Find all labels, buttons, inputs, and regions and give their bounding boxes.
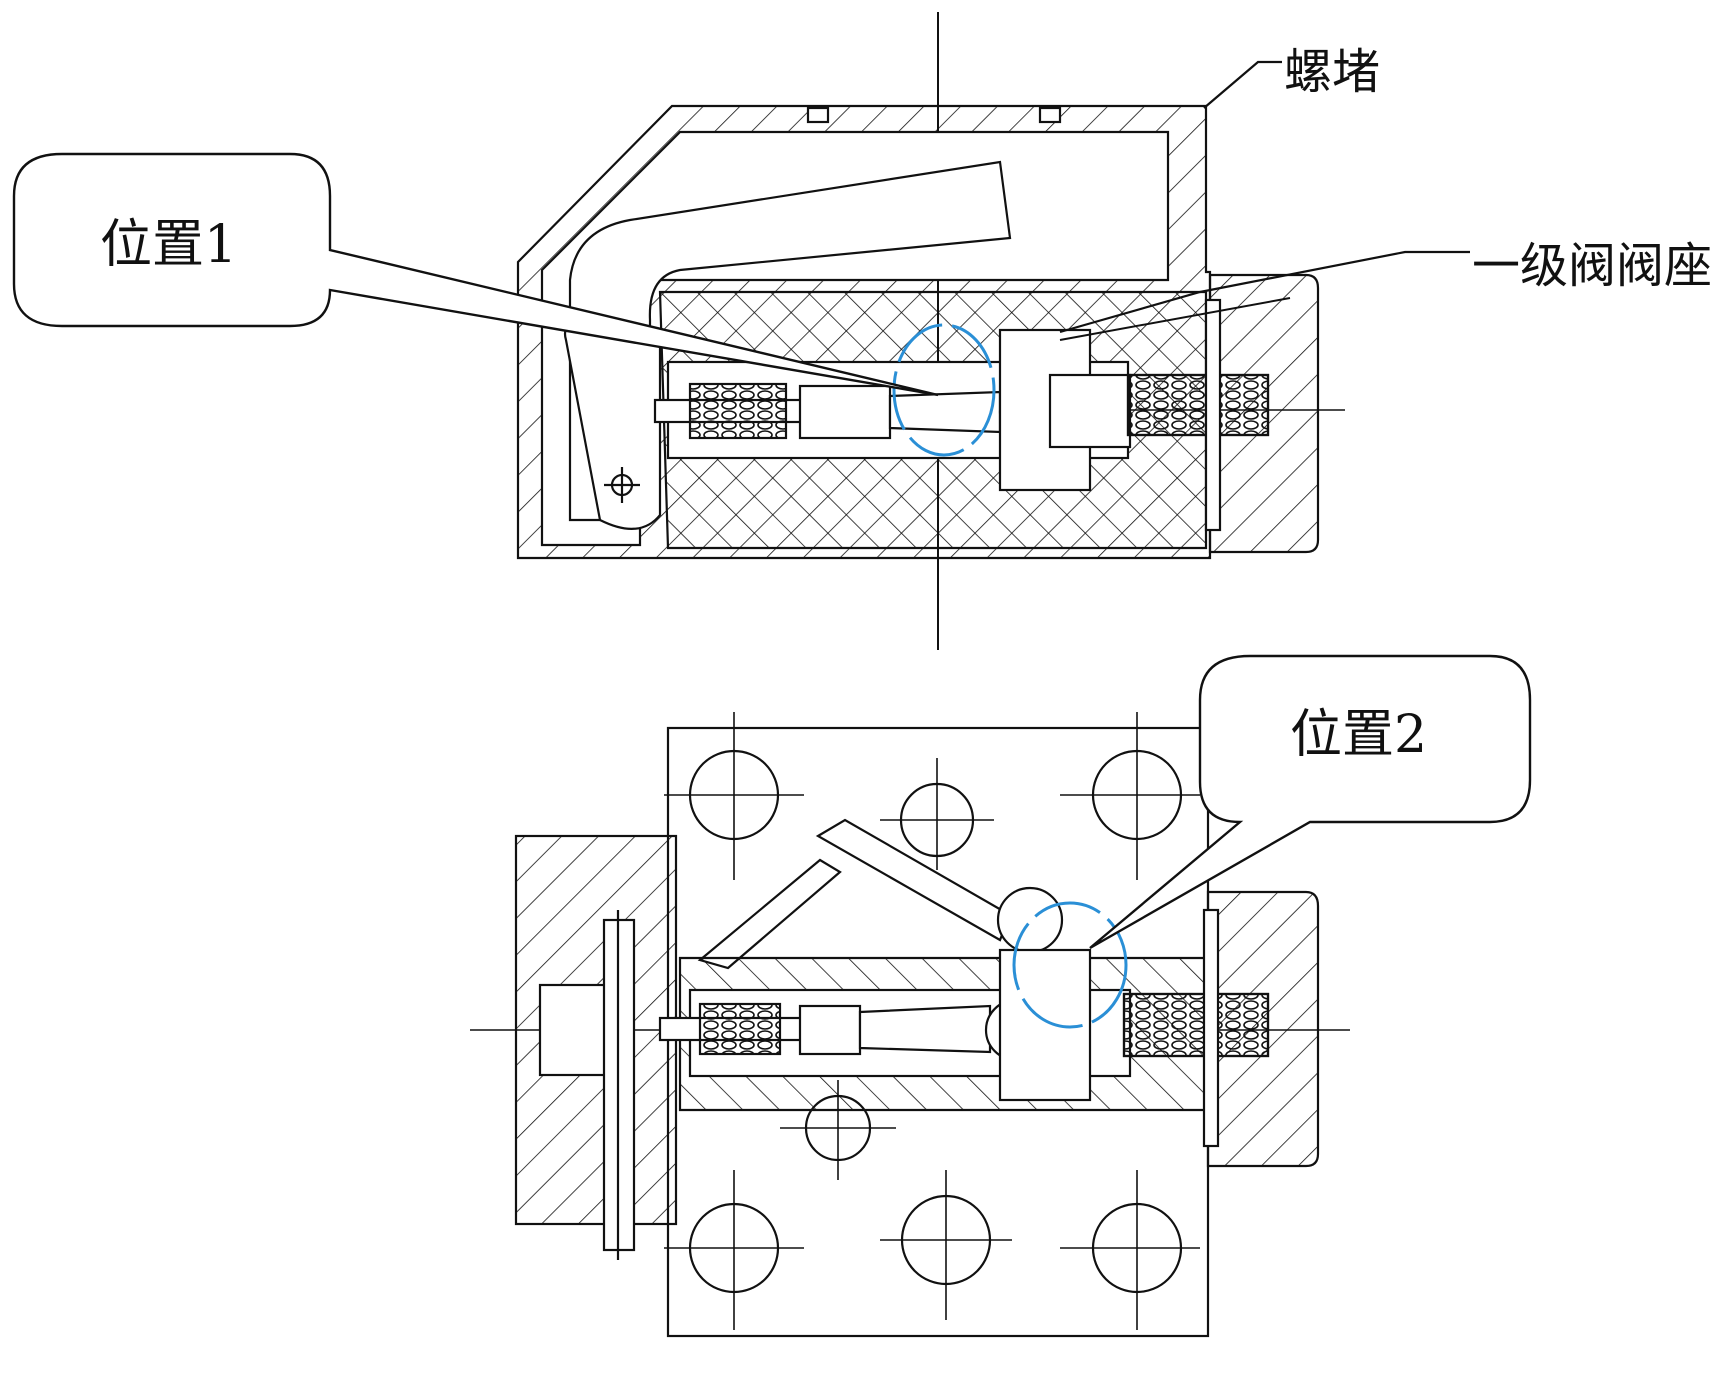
position2-highlight-circle xyxy=(1012,901,1128,1029)
bottom-upper-ball xyxy=(996,886,1064,954)
top-piston xyxy=(798,384,892,440)
bottom-piston xyxy=(798,1004,862,1056)
position2-label: 位置2 xyxy=(1290,705,1427,765)
plug-label: 螺堵 xyxy=(1284,44,1380,100)
position1-callout-bubble xyxy=(12,152,939,397)
bottom-plug-block xyxy=(1206,890,1320,1168)
top-section-view xyxy=(516,12,1345,650)
top-plug-block xyxy=(1208,273,1320,554)
top-lever-recess xyxy=(568,160,1012,522)
bottom-section-view xyxy=(470,712,1350,1338)
plug-leader-line xyxy=(1203,60,1282,109)
position1-highlight-circle xyxy=(892,323,996,457)
seat-label: 一级阀阀座 xyxy=(1472,238,1712,294)
seat-leader-line xyxy=(1059,250,1470,334)
position1-label: 位置1 xyxy=(100,215,237,275)
position2-callout-bubble xyxy=(1089,654,1532,950)
